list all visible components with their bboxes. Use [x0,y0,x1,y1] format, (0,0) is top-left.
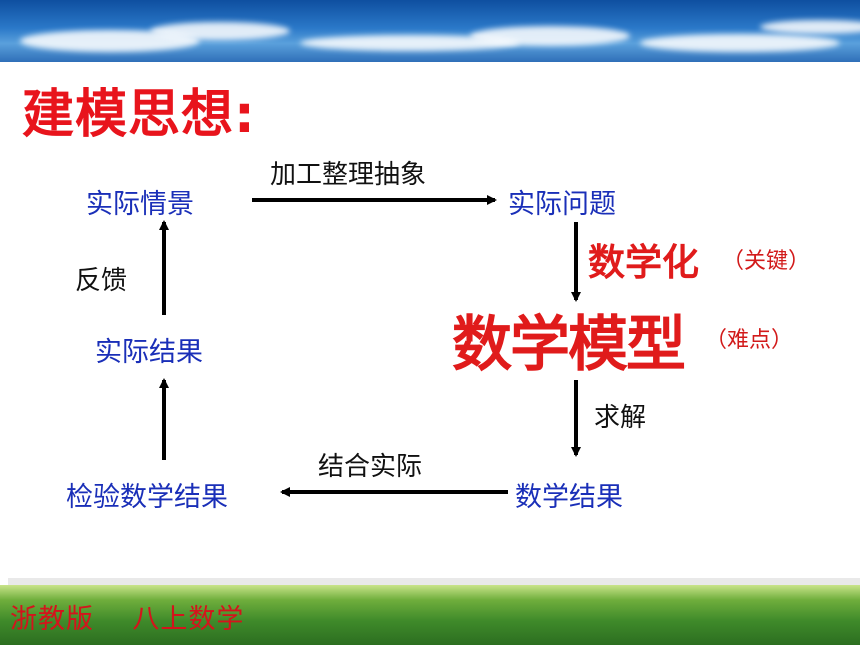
label-combine-reality: 结合实际 [318,452,423,482]
note-difficult: （难点） [705,328,794,353]
grass-banner [0,585,860,645]
note-key: （关键） [722,249,811,274]
page-title: 建模思想: [22,85,256,145]
node-real-problem: 实际问题 [508,189,616,220]
node-math-result: 数学结果 [515,482,623,513]
label-process-abstract: 加工整理抽象 [270,160,427,190]
sky-banner [0,0,860,62]
label-feedback: 反馈 [75,266,128,296]
node-real-situation: 实际情景 [86,189,194,220]
node-check-math-result: 检验数学结果 [66,482,228,513]
footer-label: 浙教版 八上数学 [10,604,245,635]
divider-line [8,578,860,585]
node-real-result: 实际结果 [95,337,203,368]
label-solve: 求解 [594,403,647,433]
label-mathematization: 数学化 [588,241,699,284]
math-model: 数学模型 [452,310,686,380]
